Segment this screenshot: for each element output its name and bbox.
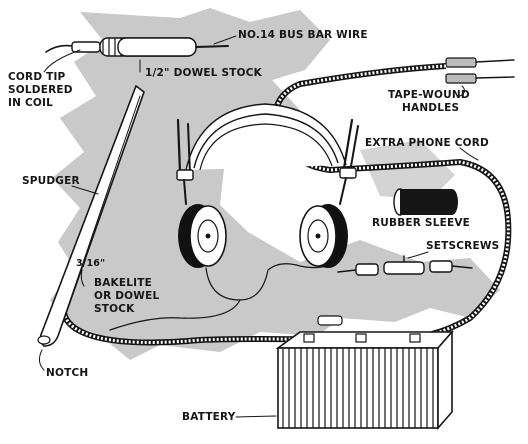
headphone-cord [205,263,331,301]
bakelite-label-2: OR DOWEL [94,290,159,302]
notch-label: NOTCH [46,367,88,379]
tape-wound-label: TAPE-WOUND [388,89,470,101]
spudger [37,84,145,347]
coil-tool [45,35,237,57]
rubber-sleeve-label: RUBBER SLEEVE [372,217,470,229]
cord-sleeve [317,315,343,326]
headphones [176,103,359,268]
battery-label: BATTERY [182,411,236,423]
extra-phone-cord-label: EXTRA PHONE CORD [365,137,489,149]
cord-tip-label-3: IN COIL [8,97,53,109]
bus-bar-wire-label: NO.14 BUS BAR WIRE [238,29,368,41]
tape-wound-label-2: HANDLES [402,102,459,114]
cord-tip-label: CORD TIP [8,71,66,83]
bakelite-size-label: 3/16" [76,258,105,269]
cord-tip-label-2: SOLDERED [8,84,73,96]
background-shadow-3 [360,140,455,200]
spudger-label: SPUDGER [22,175,80,187]
tape-wound-handles [445,57,515,84]
setscrews [337,255,473,276]
battery [275,329,454,431]
bakelite-label: BAKELITE [94,277,152,289]
dowel-stock-label: 1/2" DOWEL STOCK [145,67,263,79]
bakelite-label-3: STOCK [94,303,135,315]
setscrews-label: SETSCREWS [426,240,499,252]
rubber-sleeve [393,188,458,216]
